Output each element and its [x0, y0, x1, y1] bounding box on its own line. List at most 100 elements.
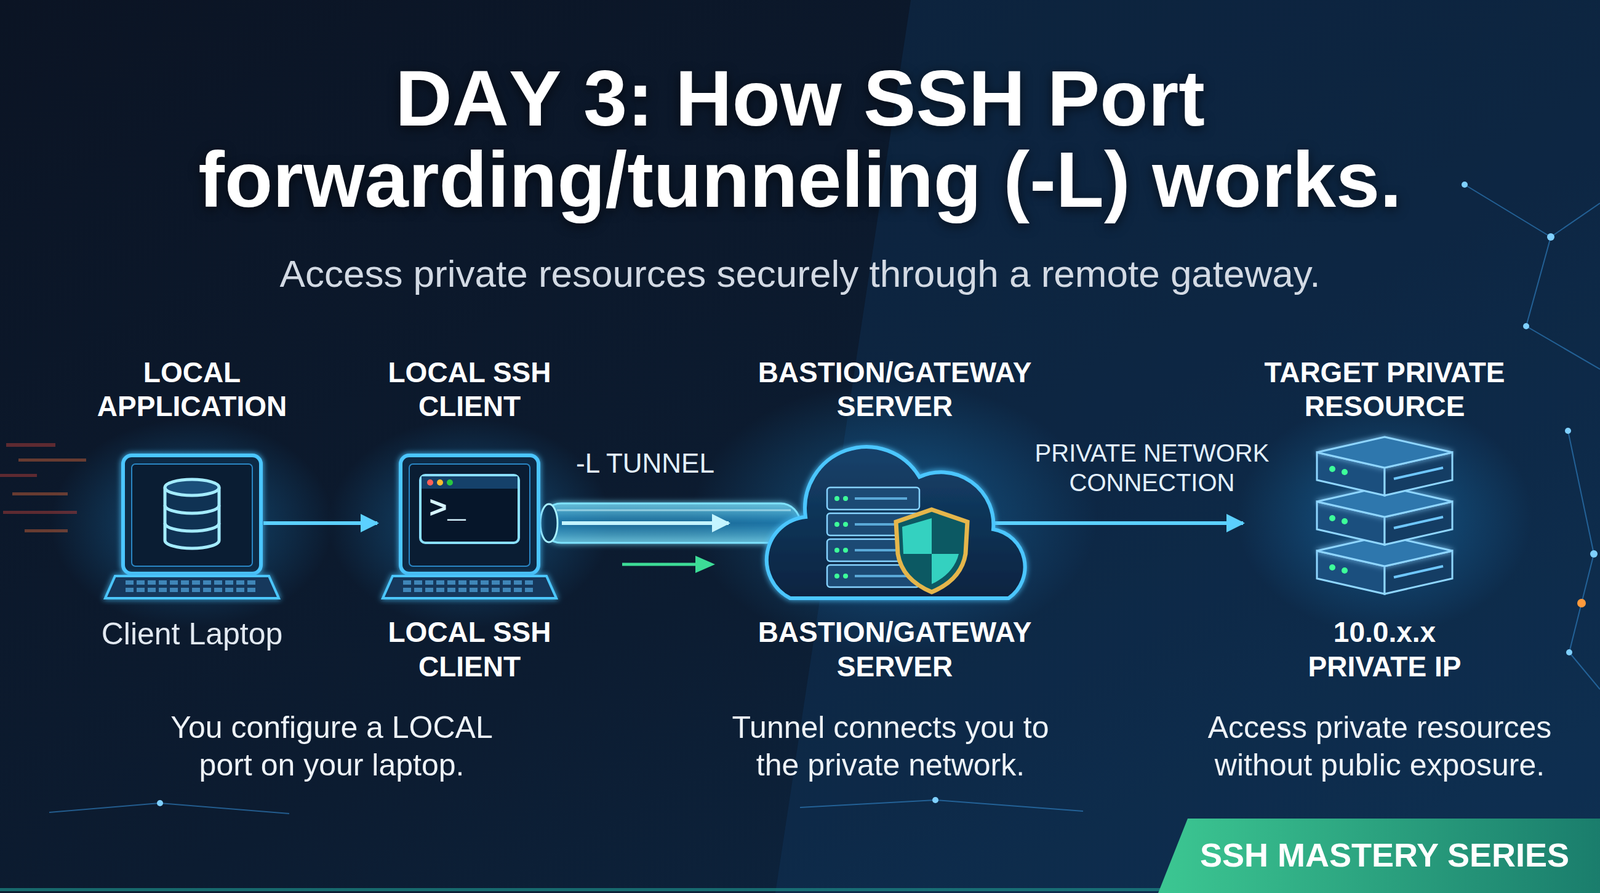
laptop-key [169, 587, 178, 592]
terminal-prompt: >_ [428, 491, 466, 528]
laptop-key [214, 580, 223, 585]
server-led [834, 496, 840, 501]
page-title: DAY 3: How SSH Port forwarding/tunneling… [189, 57, 1411, 221]
flow-arrow-shaft [622, 563, 697, 567]
network-dot [1461, 181, 1468, 188]
connector-label: -L TUNNEL [576, 447, 715, 480]
laptop-key [203, 587, 212, 592]
laptop-key [436, 580, 445, 585]
code-streak [18, 458, 87, 462]
network-line [1526, 236, 1551, 327]
laptop-screen-frame [400, 455, 539, 574]
server-led [843, 573, 848, 579]
laptop-screen [409, 464, 530, 567]
server-led [1329, 465, 1336, 472]
window-dot [436, 479, 444, 486]
security-shield [896, 509, 968, 592]
terminal-titlebar [421, 476, 518, 489]
connector-lead [987, 521, 1061, 525]
icon-halo [50, 418, 334, 628]
connector-label: PRIVATE NETWORK CONNECTION [1025, 438, 1279, 498]
laptop-key [225, 587, 234, 592]
network-dot [1566, 649, 1573, 656]
description: Tunnel connects you to the private netwo… [713, 708, 1068, 784]
code-streak [3, 510, 77, 514]
laptop-key [192, 587, 200, 592]
server-top-face [1316, 436, 1453, 468]
ssh-tunnel-tube [541, 503, 800, 543]
node-heading: LOCAL SSH CLIENT [377, 355, 562, 424]
node-icon [1243, 430, 1527, 604]
terminal-window [420, 475, 519, 543]
laptop-key [469, 580, 478, 585]
shield-quarter [902, 518, 932, 554]
server-led [843, 521, 848, 527]
laptop-key [158, 587, 167, 592]
network-dot [1547, 233, 1555, 241]
network-line [1550, 203, 1600, 237]
node-heading: LOCAL APPLICATION [87, 355, 297, 424]
server-led [843, 547, 848, 553]
network-dot [156, 800, 164, 807]
shield-quarter [931, 553, 959, 584]
laptop-key [458, 580, 467, 585]
laptop-key [147, 580, 156, 585]
laptop-key [425, 580, 434, 585]
node-heading: BASTION/GATEWAY SERVER [728, 355, 1061, 424]
connector-lead [263, 521, 297, 525]
laptop-key [236, 587, 245, 592]
local-application-node: LOCAL APPLICATIONClient Laptop [87, 355, 297, 653]
laptop-key [513, 587, 522, 592]
laptop-key [502, 587, 511, 592]
network-dot [1523, 323, 1530, 330]
laptop-key [447, 587, 456, 592]
network-dot [1564, 427, 1572, 434]
laptop-screen-frame [123, 455, 261, 574]
laptop-key [225, 580, 234, 585]
laptop-key [247, 587, 256, 592]
network-line [1526, 326, 1600, 370]
laptop-base [382, 576, 557, 599]
server-slot [1393, 566, 1444, 578]
cloud-outline [766, 446, 1026, 599]
network-line [1569, 652, 1600, 690]
server-led [1341, 518, 1348, 525]
laptop-key [524, 587, 533, 592]
network-lines [49, 184, 1600, 814]
code-streak [6, 443, 56, 447]
connector-arrow [296, 521, 378, 525]
server-led [1329, 564, 1336, 571]
tube-highlight [556, 509, 791, 512]
server-led [834, 573, 840, 579]
network-dot [932, 796, 939, 804]
icon-halo [1236, 400, 1533, 634]
network-line [1568, 430, 1594, 554]
laptop-key [425, 587, 434, 592]
laptop-key [414, 580, 423, 585]
server-slot [1393, 516, 1444, 528]
server-led [1341, 567, 1348, 574]
laptop-key [403, 580, 412, 585]
database-ring [164, 505, 220, 514]
laptop-key [169, 580, 178, 585]
node-heading: TARGET PRIVATE RESOURCE [1243, 355, 1527, 424]
server-led [834, 547, 840, 553]
network-dot [1577, 598, 1586, 608]
server-slot [1393, 467, 1444, 479]
laptop-key [480, 580, 489, 585]
laptop-key [136, 580, 145, 585]
network-line [49, 803, 290, 814]
description: You configure a LOCAL port on your lapto… [155, 708, 509, 784]
ssh-client-node: LOCAL SSH CLIENTLOCAL SSH CLIENT [377, 355, 562, 684]
laptop-key [491, 587, 500, 592]
window-dot [446, 479, 453, 486]
laptop-key [236, 580, 245, 585]
network-line [1569, 553, 1594, 653]
laptop-base [105, 576, 279, 599]
laptop-key [136, 587, 145, 592]
network-line [1464, 184, 1551, 237]
server-unit [827, 487, 920, 510]
laptop-key [414, 587, 423, 592]
